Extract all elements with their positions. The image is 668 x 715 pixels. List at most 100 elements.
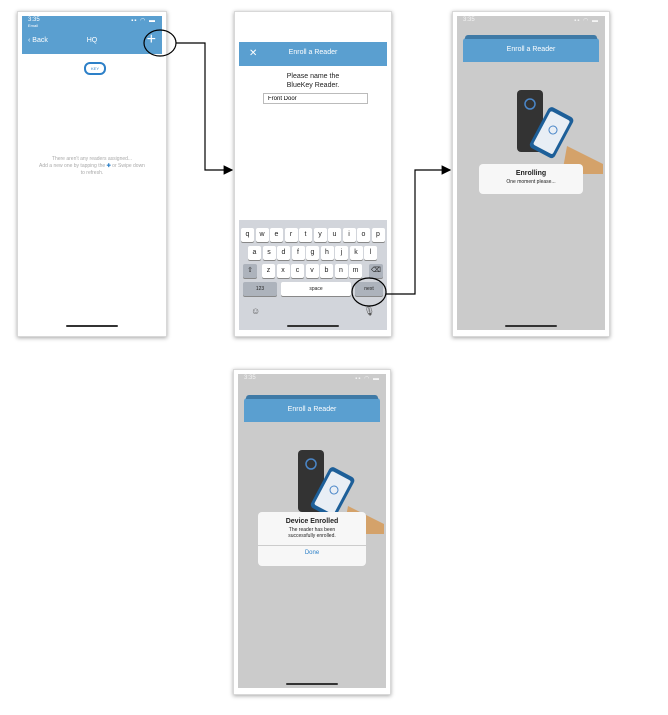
empty-line-3: to refresh. [80, 170, 104, 176]
key-w[interactable]: w [255, 228, 269, 242]
plus-circle-icon: ✚ [106, 163, 111, 169]
screen-content: 3:35 ▪▪ ◠ ▬ Enroll a Reader Device Enrol… [238, 374, 386, 688]
key-q[interactable]: q [241, 228, 254, 242]
back-button[interactable]: ‹ Back [28, 37, 48, 44]
key-u[interactable]: u [328, 228, 341, 242]
status-icons: ▪▪ ◠ ▬ [355, 376, 380, 382]
key-z[interactable]: z [262, 264, 275, 278]
home-indicator [505, 325, 557, 327]
enroll-title: Enroll a Reader [506, 46, 556, 53]
key-r[interactable]: r [284, 228, 298, 242]
microphone-icon[interactable]: 🎙 [363, 306, 375, 316]
phone-tap-reader-illustration [517, 90, 603, 174]
key-x[interactable]: x [276, 264, 290, 278]
add-reader-button[interactable]: + [146, 31, 156, 48]
dialog-title: Device Enrolled [285, 518, 339, 525]
phone-tap-reader-illustration [298, 450, 384, 534]
highlight-circle-add-button [143, 29, 177, 57]
keyboard-row-4: 123 space next [239, 282, 387, 296]
space-key[interactable]: space [281, 282, 351, 296]
shift-key[interactable]: ⇧ [243, 264, 257, 278]
status-bar: 3:35 Email ▪▪ ◠ ▬ [22, 16, 162, 30]
status-time: 3:35 [463, 17, 475, 23]
key-i[interactable]: i [342, 228, 356, 242]
screen-content: 3:35 Email ▪▪ ◠ ▬ ‹ Back HQ + KEY There … [22, 16, 162, 330]
empty-line-1: There aren't any readers assigned... [51, 156, 133, 162]
key-b[interactable]: b [320, 264, 333, 278]
enroll-title: Enroll a Reader [288, 49, 338, 56]
key-k[interactable]: k [349, 246, 363, 260]
back-label: Back [32, 37, 48, 44]
status-bar: 3:35 ▪▪ ◠ ▬ [238, 374, 386, 388]
reader-light-icon [305, 458, 317, 470]
reader-light-icon [524, 98, 536, 110]
nav-bar: ‹ Back HQ + [22, 30, 162, 54]
status-icons: ▪▪ ◠ ▬ [131, 17, 156, 24]
empty-line-2: Add a new one by tapping the ✚ or Swipe … [34, 163, 150, 170]
emoji-icon[interactable]: ☺ [251, 306, 261, 316]
wifi-icon: ◠ [140, 18, 147, 24]
key-a[interactable]: a [248, 246, 261, 260]
enroll-nav-bar: Enroll a Reader [244, 395, 380, 422]
key-j[interactable]: j [335, 246, 348, 260]
key-t[interactable]: t [299, 228, 312, 242]
enrolling-dialog: Enrolling One moment please... [479, 164, 583, 194]
home-indicator [66, 325, 118, 327]
status-icons: ▪▪ ◠ ▬ [574, 18, 599, 24]
home-indicator [287, 325, 339, 327]
backspace-key[interactable]: ⌫ [369, 264, 383, 278]
prompt-line-1: Please name the [286, 73, 340, 80]
home-indicator [286, 683, 338, 685]
key-v[interactable]: v [305, 264, 319, 278]
screen-content: 3:35 ▪▪ ◠ ▬ Enroll a Reader Enrolling On… [457, 16, 605, 330]
next-key[interactable]: next [355, 282, 383, 296]
key-y[interactable]: y [313, 228, 327, 242]
enroll-nav-bar: Enroll a Reader [463, 35, 599, 62]
status-carrier: Email [28, 23, 39, 28]
reader-name-input[interactable] [263, 93, 368, 104]
numbers-key[interactable]: 123 [243, 282, 277, 296]
dialog-message-line-1: The reader has been [288, 527, 336, 533]
key-c[interactable]: c [291, 264, 304, 278]
status-bar: 3:35 ▪▪ ◠ ▬ [457, 16, 605, 30]
done-button[interactable]: Done [258, 545, 366, 556]
key-p[interactable]: p [371, 228, 385, 242]
key-n[interactable]: n [334, 264, 348, 278]
prompt-line-2: BlueKey Reader. [286, 82, 340, 89]
key-g[interactable]: g [306, 246, 319, 260]
screen-device-enrolled: 3:35 ▪▪ ◠ ▬ Enroll a Reader Device Enrol… [233, 369, 391, 695]
bluekey-logo: KEY [84, 62, 106, 75]
key-d[interactable]: d [277, 246, 290, 260]
close-button[interactable]: ✕ [249, 48, 258, 59]
screen-readers-list: 3:35 Email ▪▪ ◠ ▬ ‹ Back HQ + KEY There … [17, 11, 167, 337]
key-m[interactable]: m [349, 264, 362, 278]
key-l[interactable]: l [364, 246, 377, 260]
dialog-message: One moment please... [506, 179, 556, 185]
key-f[interactable]: f [291, 246, 305, 260]
key-e[interactable]: e [270, 228, 283, 242]
enroll-nav-bar: ✕ Enroll a Reader [239, 42, 387, 66]
status-time: 3:35 [244, 375, 256, 381]
screen-name-reader: ✕ Enroll a Reader Please name the BlueKe… [234, 11, 392, 337]
key-h[interactable]: h [320, 246, 334, 260]
status-time: 3:35 [28, 17, 40, 23]
overlay-background: 3:35 ▪▪ ◠ ▬ Enroll a Reader Device Enrol… [238, 374, 386, 688]
dialog-message: The reader has been successfully enrolle… [258, 527, 366, 539]
signal-icon: ▪▪ [131, 18, 138, 24]
empty-state-message: There aren't any readers assigned... Add… [34, 156, 150, 177]
empty-line-2a: Add a new one by tapping the [39, 163, 106, 169]
chevron-left-icon: ‹ [28, 37, 31, 44]
key-o[interactable]: o [357, 228, 370, 242]
screen-enrolling: 3:35 ▪▪ ◠ ▬ Enroll a Reader Enrolling On… [452, 11, 610, 337]
dialog-message-line-2: successfully enrolled. [288, 533, 336, 539]
shift-icon: ⇧ [247, 267, 253, 274]
highlight-circle-next-key [351, 277, 387, 307]
flow-arrow-1 [176, 42, 234, 175]
enrolled-dialog: Device Enrolled The reader has been succ… [258, 512, 366, 566]
key-s[interactable]: s [262, 246, 276, 260]
